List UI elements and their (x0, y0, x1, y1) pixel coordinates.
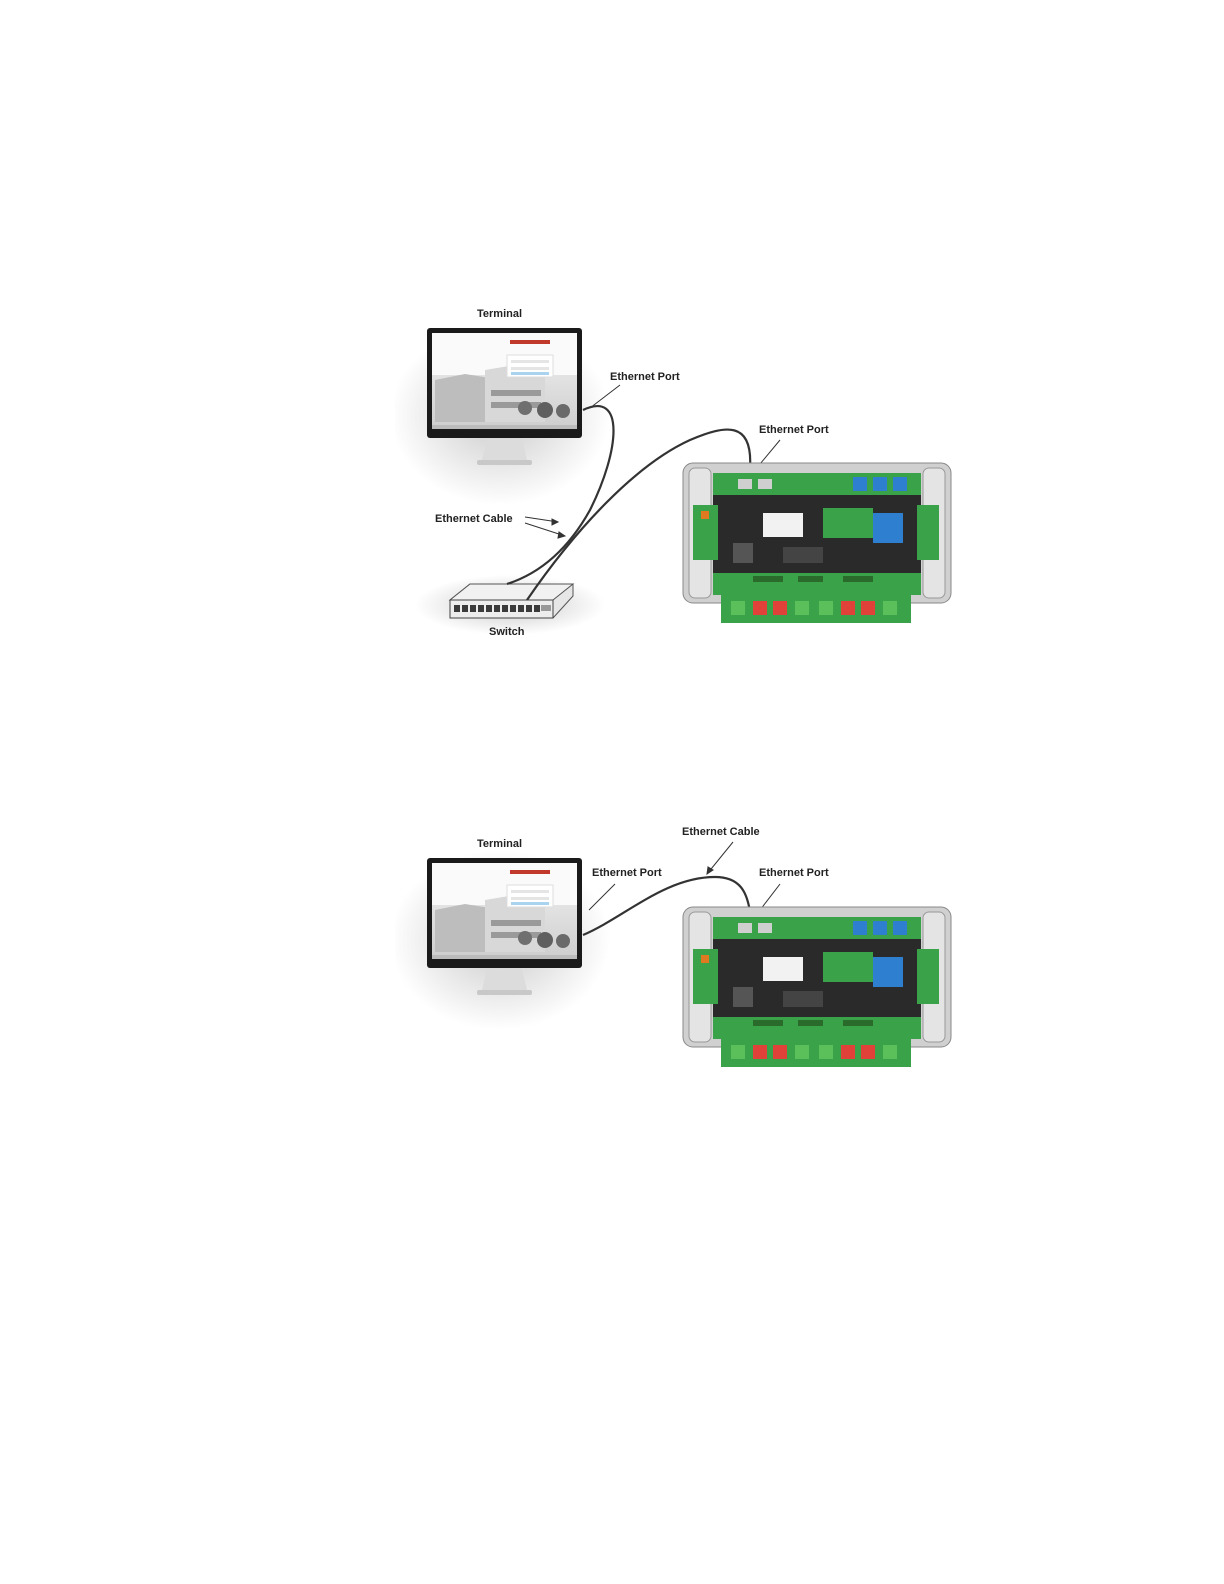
controller-board-icon (683, 463, 951, 623)
label-controller-ethernet-port: Ethernet Port (759, 867, 829, 879)
label-ethernet-cable: Ethernet Cable (435, 513, 513, 525)
monitor-icon (395, 325, 610, 505)
diagram-switch-connection: Terminal Ethernet Port Ethernet Port Eth… (395, 300, 965, 650)
label-terminal: Terminal (477, 308, 522, 320)
label-controller-ethernet-port: Ethernet Port (759, 424, 829, 436)
label-terminal-ethernet-port: Ethernet Port (610, 371, 680, 383)
diagram-switch-svg (395, 300, 965, 650)
diagram-direct-svg (395, 822, 965, 1072)
label-terminal: Terminal (477, 838, 522, 850)
controller-board-icon (683, 907, 951, 1067)
diagram-direct-connection: Terminal Ethernet Port Ethernet Port Eth… (395, 822, 965, 1072)
label-ethernet-cable: Ethernet Cable (682, 826, 760, 838)
label-switch: Switch (489, 626, 524, 638)
label-terminal-ethernet-port: Ethernet Port (592, 867, 662, 879)
monitor-icon (395, 850, 610, 1030)
